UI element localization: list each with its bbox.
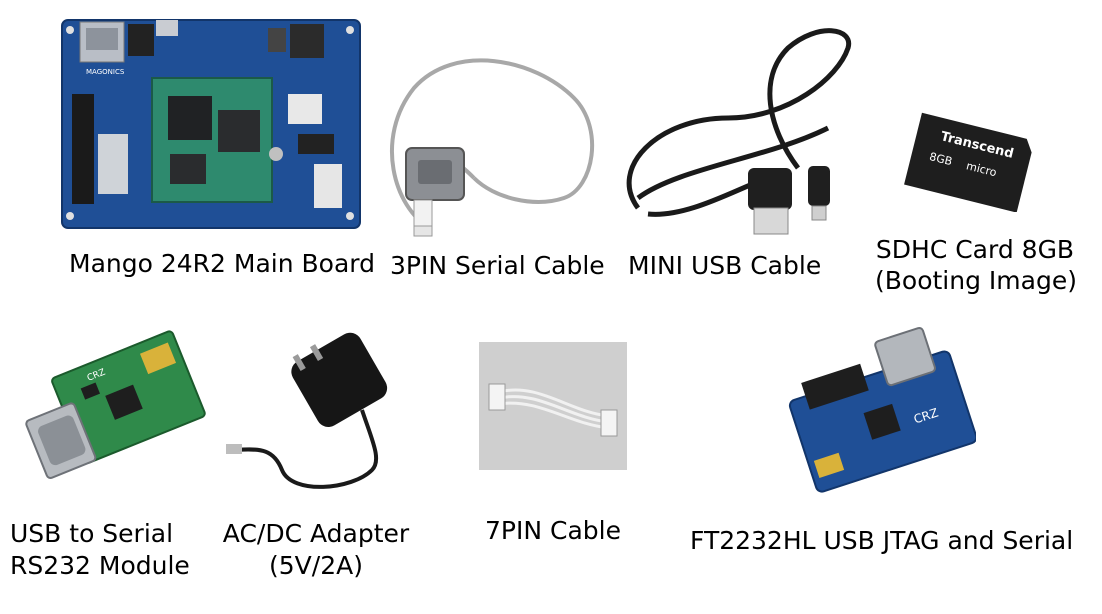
usb-serial-module-image: CRZ: [24, 325, 220, 507]
main-board-image: MAGONICS: [58, 14, 364, 232]
jtag-label: FT2232HL USB JTAG and Serial: [690, 526, 1074, 555]
adapter-label-line2: (5V/2A): [269, 551, 363, 580]
main-board-label: Mango 24R2 Main Board: [69, 249, 375, 278]
serial-cable-label: 3PIN Serial Cable: [390, 251, 605, 280]
usb-serial-label-line2: RS232 Module: [10, 551, 190, 580]
adapter-image: [222, 330, 418, 506]
seven-pin-cable-label: 7PIN Cable: [485, 516, 621, 545]
mini-usb-label: MINI USB Cable: [628, 251, 822, 280]
serial-cable-image: [374, 48, 604, 244]
seven-pin-cable-image: [479, 342, 627, 470]
sd-card-capacity: 8GB: [928, 150, 954, 168]
adapter-label-line1: AC/DC Adapter: [222, 519, 410, 548]
sd-card-label-line1: SDHC Card 8GB: [875, 235, 1075, 264]
sd-card-image: Transcend 8GB micro: [900, 108, 1042, 212]
sd-card-label-line2: (Booting Image): [875, 266, 1077, 295]
mini-usb-image: [618, 18, 858, 240]
main-board-silkscreen: MAGONICS: [86, 68, 125, 76]
usb-serial-label-line1: USB to Serial: [10, 519, 174, 548]
jtag-board-image: CRZ: [784, 320, 976, 504]
